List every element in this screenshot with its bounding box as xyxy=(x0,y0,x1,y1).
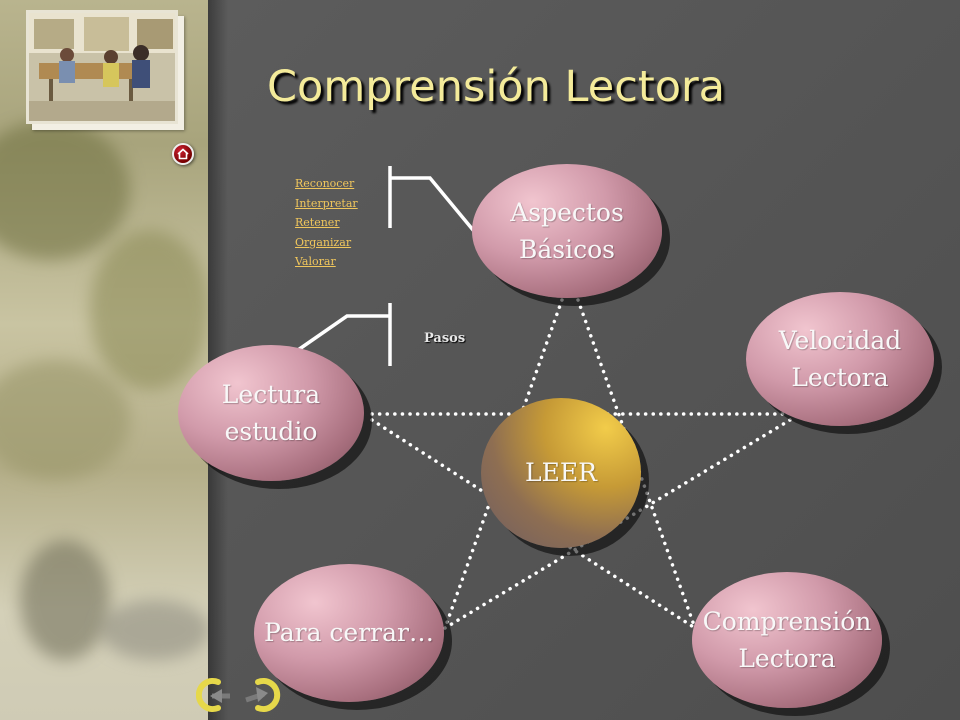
node-para-cerrar-label: Para cerrar… xyxy=(264,618,434,648)
node-leer-label: LEER xyxy=(525,458,597,488)
bracket-arm-top xyxy=(390,176,480,238)
forward-arrow-icon[interactable] xyxy=(245,678,281,712)
pasos-label: Pasos xyxy=(424,331,466,346)
back-arrow-icon[interactable] xyxy=(196,678,230,712)
link-interpretar[interactable]: Interpretar xyxy=(295,196,358,210)
node-lectura-estudio[interactable]: Lectura estudio xyxy=(178,345,364,481)
node-leer[interactable]: LEER xyxy=(481,398,641,548)
node-aspectos-basicos[interactable]: Aspectos Básicos xyxy=(472,164,662,298)
home-button[interactable] xyxy=(172,143,194,165)
node-lectura-estudio-label: Lectura estudio xyxy=(221,379,321,447)
navigation-arrows xyxy=(196,678,281,712)
node-comprension-lectora[interactable]: Comprensión Lectora xyxy=(692,572,882,708)
node-comprension-lectora-label: Comprensión Lectora xyxy=(702,606,872,674)
slide-title: Comprensión Lectora xyxy=(267,62,726,112)
skills-link-list: Reconocer Interpretar Retener Organizar … xyxy=(295,174,358,272)
dotted-line-lectura-comprension xyxy=(370,418,697,630)
dotted-line-velocidad-cerrar xyxy=(443,418,792,630)
node-para-cerrar[interactable]: Para cerrar… xyxy=(254,564,444,702)
bracket-arm-bottom xyxy=(297,314,390,352)
link-organizar[interactable]: Organizar xyxy=(295,235,352,249)
link-valorar[interactable]: Valorar xyxy=(295,255,336,268)
home-icon xyxy=(177,148,189,160)
node-velocidad-lectora-label: Velocidad Lectora xyxy=(778,325,902,393)
library-photo xyxy=(26,10,178,124)
link-reconocer[interactable]: Reconocer xyxy=(295,177,355,190)
node-velocidad-lectora[interactable]: Velocidad Lectora xyxy=(746,292,934,426)
link-retener[interactable]: Retener xyxy=(295,216,340,229)
node-aspectos-basicos-label: Aspectos Básicos xyxy=(510,197,624,265)
